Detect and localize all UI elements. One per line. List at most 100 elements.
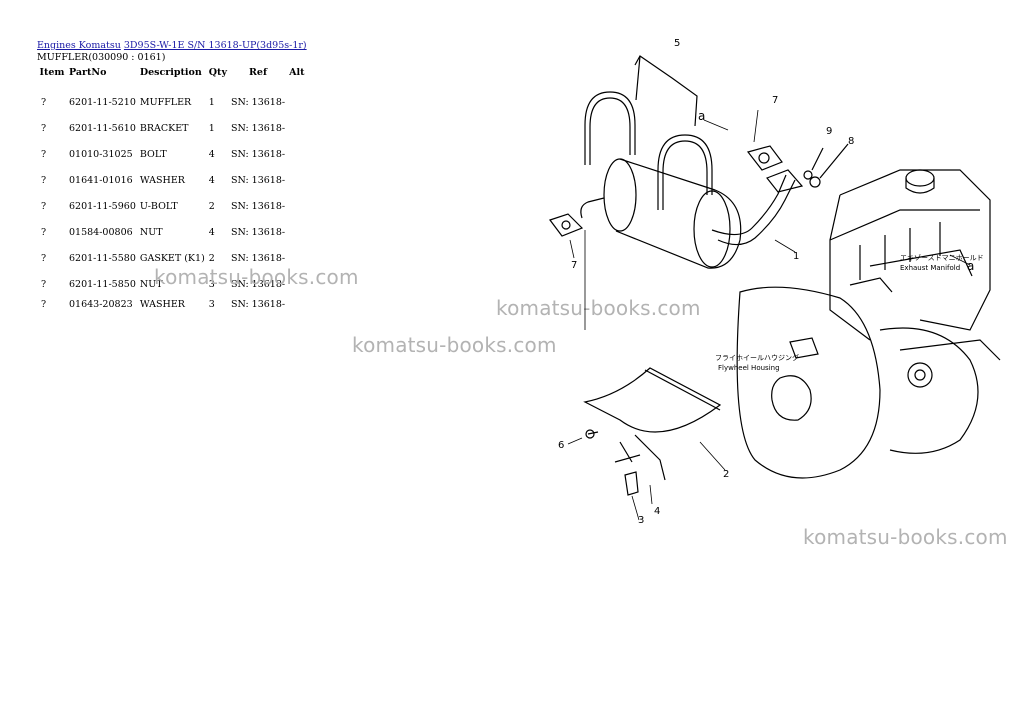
item-cell: ?	[41, 279, 47, 290]
callout-7-top: 7	[772, 95, 778, 106]
callout-2: 2	[723, 469, 729, 480]
header-partno: PartNo	[69, 67, 107, 78]
header-item: Item	[39, 67, 65, 78]
label-manifold-jp: エキゾーストマニホールド	[900, 254, 984, 262]
watermark: komatsu-books.com	[496, 296, 701, 320]
u-bolt-illustration	[584, 55, 713, 210]
ref-cell: SN: 13618-	[230, 123, 286, 134]
ref-cell: SN: 13618-	[230, 279, 286, 290]
watermark: komatsu-books.com	[154, 265, 359, 289]
description-cell: U-BOLT	[139, 201, 178, 212]
item-cell: ?	[41, 299, 47, 310]
header-ref: Ref	[249, 67, 268, 78]
item-cell: ?	[41, 175, 47, 186]
callout-4: 4	[654, 506, 660, 517]
ref-cell: SN: 13618-	[230, 299, 286, 310]
qty-cell: 2	[208, 253, 215, 264]
alt-cell	[287, 143, 315, 169]
item-cell: ?	[41, 227, 47, 238]
item-cell: ?	[41, 201, 47, 212]
table-row: ? 01584-00806 NUT 4 SN: 13618-	[37, 221, 315, 247]
breadcrumb: Engines Komatsu 3D95S-W-1E S/N 13618-UP(…	[37, 40, 307, 51]
table-row: ? 01641-01016 WASHER 4 SN: 13618-	[37, 169, 315, 195]
alt-cell	[287, 117, 315, 143]
ref-cell: SN: 13618-	[230, 97, 286, 108]
partno-cell: 01641-01016	[69, 175, 133, 186]
callout-9: 9	[826, 126, 832, 137]
description-cell: MUFFLER	[139, 97, 192, 108]
ref-cell: SN: 13618-	[230, 227, 286, 238]
table-spacer	[37, 79, 315, 91]
table-row: ? 01643-20823 WASHER 3 SN: 13618-	[37, 299, 315, 313]
table-header-row: Item PartNo Description Qty Ref Alt	[37, 66, 315, 79]
item-cell: ?	[41, 253, 47, 264]
description-cell: BRACKET	[139, 123, 189, 134]
alt-cell	[287, 91, 315, 117]
qty-cell: 1	[208, 123, 215, 134]
description-cell: NUT	[139, 279, 163, 290]
muffler-illustration	[580, 158, 796, 269]
engine-illustration	[736, 169, 1001, 479]
alt-cell	[287, 195, 315, 221]
partno-cell: 6201-11-5850	[69, 279, 136, 290]
description-cell: NUT	[139, 227, 163, 238]
description-cell: WASHER	[139, 299, 185, 310]
partno-cell: 01643-20823	[69, 299, 133, 310]
qty-cell: 4	[208, 175, 215, 186]
header-alt: Alt	[289, 67, 305, 78]
gasket-illustration	[549, 145, 804, 237]
page-title: MUFFLER(030090 : 0161)	[37, 52, 166, 63]
table-row: ? 01010-31025 BOLT 4 SN: 13618-	[37, 143, 315, 169]
partno-cell: 6201-11-5580	[69, 253, 136, 264]
partno-cell: 6201-11-5210	[69, 97, 136, 108]
callout-a-right: a	[967, 259, 974, 273]
ref-cell: SN: 13618-	[230, 201, 286, 212]
description-cell: BOLT	[139, 149, 167, 160]
leader-lines	[567, 109, 971, 521]
partno-cell: 6201-11-5610	[69, 123, 136, 134]
bracket-illustration	[583, 367, 722, 496]
label-flywheel-jp: フライホイールハウジング	[715, 353, 799, 362]
breadcrumb-link-engines[interactable]: Engines Komatsu	[37, 40, 121, 51]
callout-5: 5	[674, 38, 680, 49]
breadcrumb-link-model[interactable]: 3D95S-W-1E S/N 13618-UP(3d95s-1r)	[123, 40, 307, 51]
qty-cell: 2	[208, 201, 215, 212]
label-manifold-en: Exhaust Manifold	[900, 264, 960, 272]
callout-6: 6	[558, 440, 564, 451]
ref-cell: SN: 13618-	[230, 175, 286, 186]
callout-7-left: 7	[571, 260, 577, 271]
callout-1: 1	[793, 251, 799, 262]
description-cell: WASHER	[139, 175, 185, 186]
qty-cell: 3	[208, 299, 215, 310]
item-cell: ?	[41, 149, 47, 160]
qty-cell: 1	[208, 97, 215, 108]
callout-a-top: a	[698, 109, 705, 123]
item-cell: ?	[41, 97, 47, 108]
callout-8: 8	[848, 136, 854, 147]
item-cell: ?	[41, 123, 47, 134]
header-description: Description	[139, 67, 202, 78]
qty-cell: 4	[208, 149, 215, 160]
qty-cell: 3	[208, 279, 215, 290]
alt-cell	[287, 299, 315, 313]
partno-cell: 6201-11-5960	[69, 201, 136, 212]
partno-cell: 01584-00806	[69, 227, 133, 238]
watermark: komatsu-books.com	[352, 333, 557, 357]
callout-3: 3	[638, 515, 644, 526]
ref-cell: SN: 13618-	[230, 253, 286, 264]
nut-washer-illustration	[803, 143, 849, 188]
partno-cell: 01010-31025	[69, 149, 133, 160]
qty-cell: 4	[208, 227, 215, 238]
exploded-parts-diagram: 5 7 a 9 8 1 7 a 6 2 4 3 エキゾーストマニホールド Exh…	[549, 38, 1001, 526]
parts-table: Item PartNo Description Qty Ref Alt ? 620…	[37, 66, 315, 313]
ref-cell: SN: 13618-	[230, 149, 286, 160]
watermark: komatsu-books.com	[803, 525, 1008, 549]
alt-cell	[287, 169, 315, 195]
label-flywheel-en: Flywheel Housing	[718, 364, 780, 372]
alt-cell	[287, 221, 315, 247]
